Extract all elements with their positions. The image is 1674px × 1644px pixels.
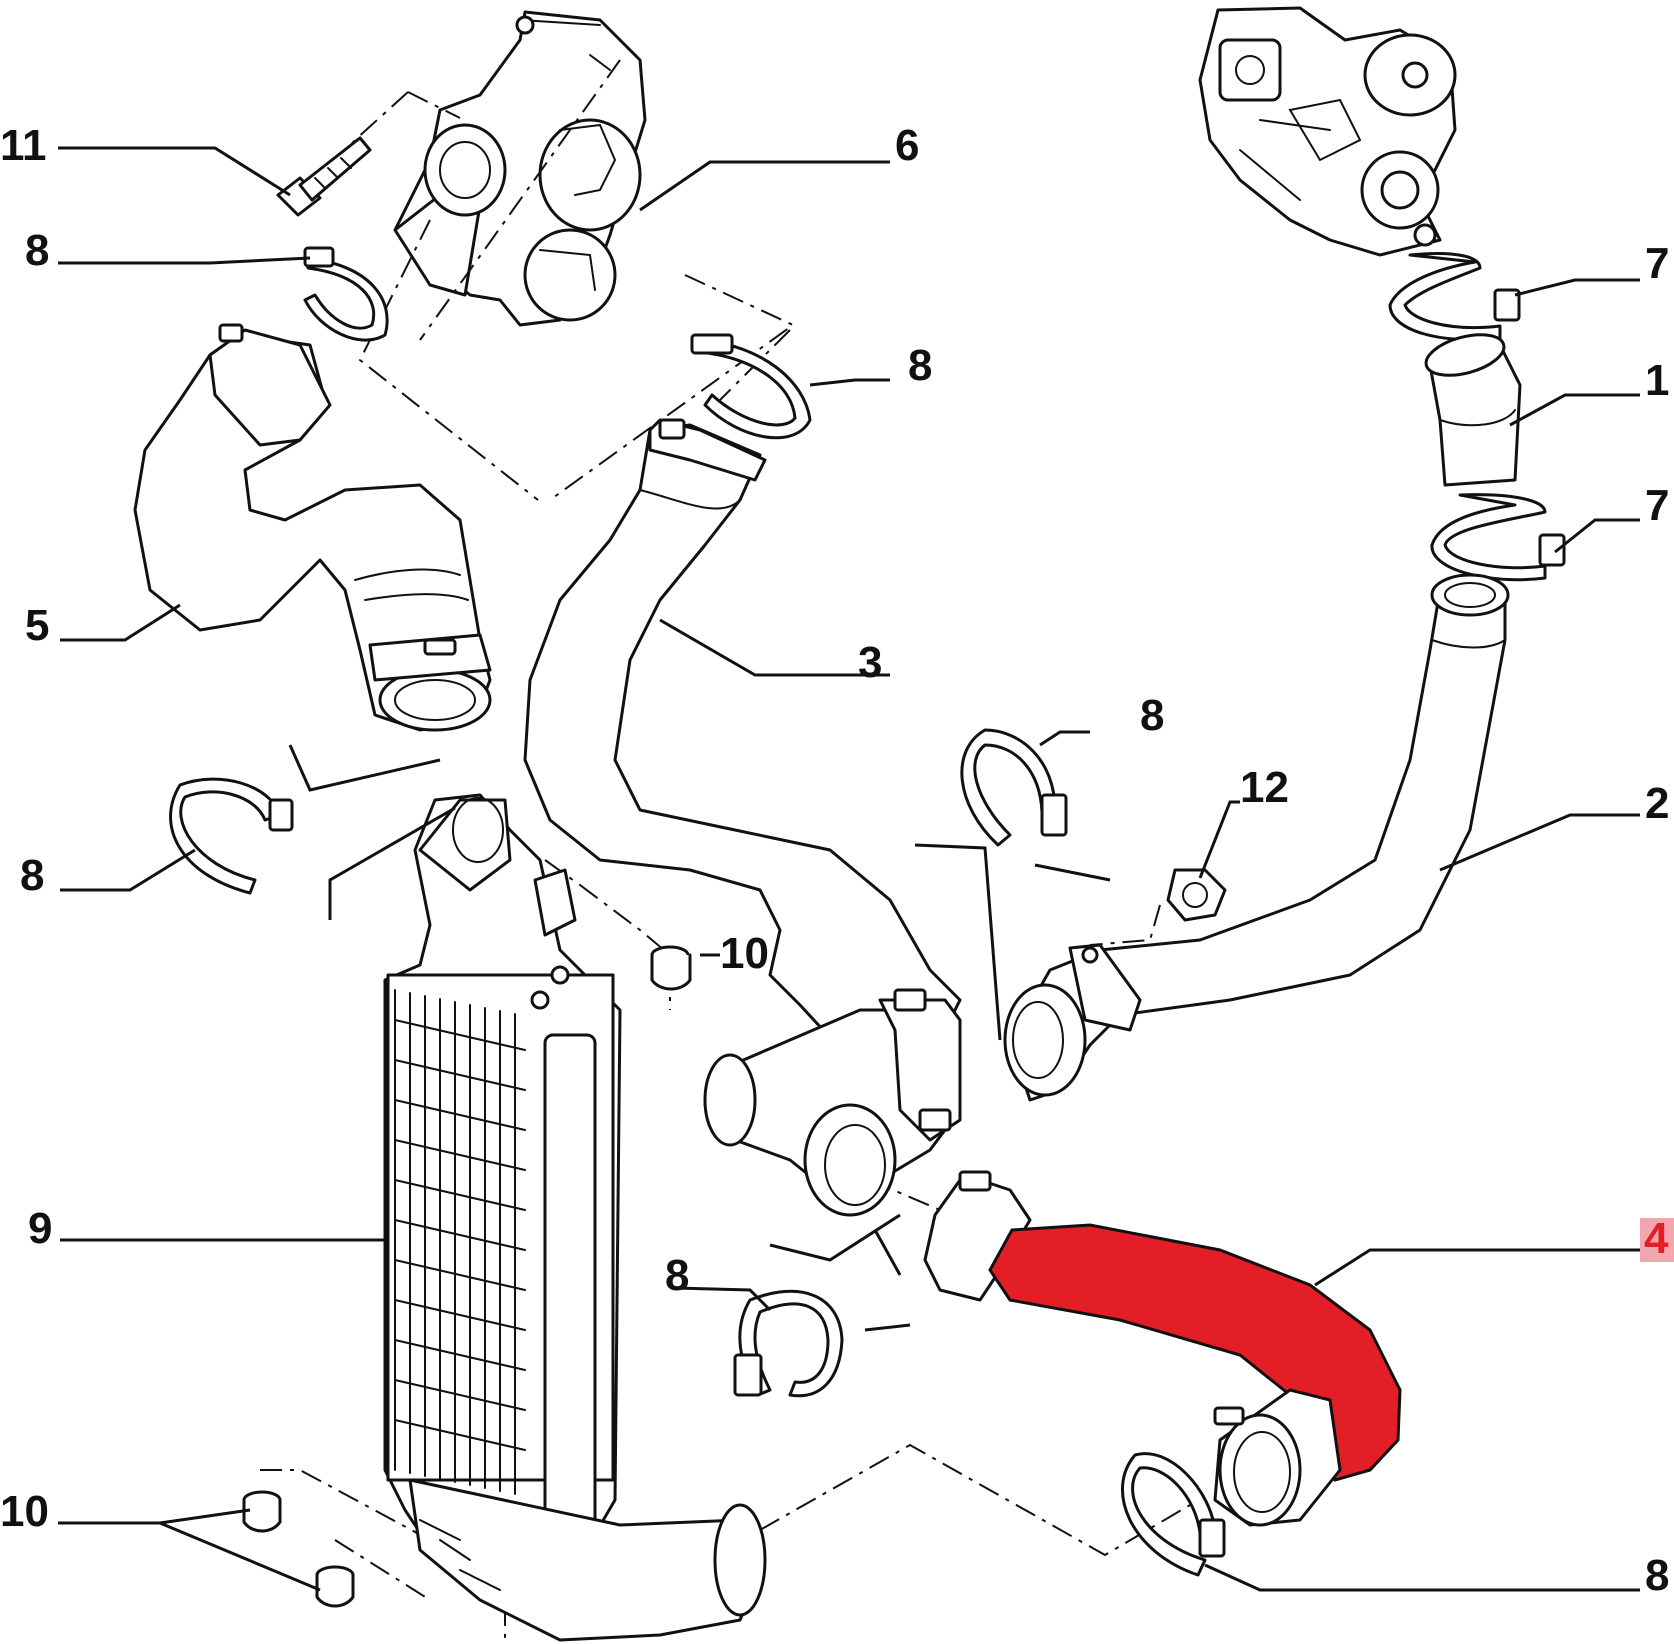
hose-clamp-lower-mid bbox=[733, 1289, 844, 1398]
hose-upper-left bbox=[133, 323, 492, 732]
throttle-body bbox=[393, 10, 647, 327]
callout-11: 11 bbox=[0, 121, 47, 170]
hose-clamp-upper-mid bbox=[690, 333, 812, 440]
callout-8-top-left: 8 bbox=[25, 226, 49, 275]
callout-8-bottom-right: 8 bbox=[1645, 1551, 1669, 1600]
short-hose bbox=[1424, 333, 1522, 487]
callout-8-left: 8 bbox=[20, 851, 44, 900]
highlighted-hose bbox=[923, 1170, 1402, 1527]
callout-2: 2 bbox=[1645, 779, 1669, 828]
callout-labels: 11 6 8 7 8 1 7 5 3 8 12 2 8 10 9 4 8 10 … bbox=[0, 121, 1674, 1600]
hose-body-red bbox=[988, 1223, 1402, 1482]
hose-clamp-7-upper bbox=[1388, 251, 1521, 342]
callout-10-upper: 10 bbox=[720, 929, 769, 978]
callout-1: 1 bbox=[1645, 356, 1669, 405]
hose-clamp-7-lower bbox=[1430, 493, 1566, 582]
rubber-plug-upper bbox=[650, 945, 692, 991]
charge-pipe-junction bbox=[703, 988, 962, 1217]
callout-4-highlight bbox=[1640, 1218, 1674, 1262]
rubber-plug-lower-a bbox=[242, 1490, 282, 1533]
rubber-plug-lower-b bbox=[315, 1565, 355, 1608]
callout-8-upper-mid: 8 bbox=[908, 341, 932, 390]
callout-4: 4 bbox=[1644, 1214, 1669, 1263]
callout-8-lower-mid: 8 bbox=[665, 1251, 689, 1300]
intercooler-fins bbox=[394, 989, 526, 1495]
callout-7-upper: 7 bbox=[1645, 239, 1669, 288]
intercooler bbox=[383, 793, 767, 1642]
callout-7-lower: 7 bbox=[1645, 481, 1669, 530]
hose-clamp-bottom-right bbox=[1120, 1452, 1226, 1577]
hose-clamp-left bbox=[169, 777, 294, 895]
callout-12: 12 bbox=[1240, 763, 1289, 812]
callout-3: 3 bbox=[858, 638, 882, 687]
callout-9: 9 bbox=[28, 1204, 52, 1253]
nut bbox=[1166, 868, 1227, 922]
hose-clamp-right-mid bbox=[960, 728, 1068, 847]
hose-clamp-top-left bbox=[303, 246, 389, 342]
charge-air-pipe bbox=[1003, 573, 1510, 1102]
turbocharger bbox=[1198, 6, 1457, 257]
callout-8-right-mid: 8 bbox=[1140, 691, 1164, 740]
bolt bbox=[276, 136, 372, 217]
callout-6: 6 bbox=[895, 121, 919, 170]
callout-10-lower: 10 bbox=[0, 1487, 49, 1536]
leader-lines bbox=[58, 146, 1640, 1592]
callout-5: 5 bbox=[25, 601, 49, 650]
